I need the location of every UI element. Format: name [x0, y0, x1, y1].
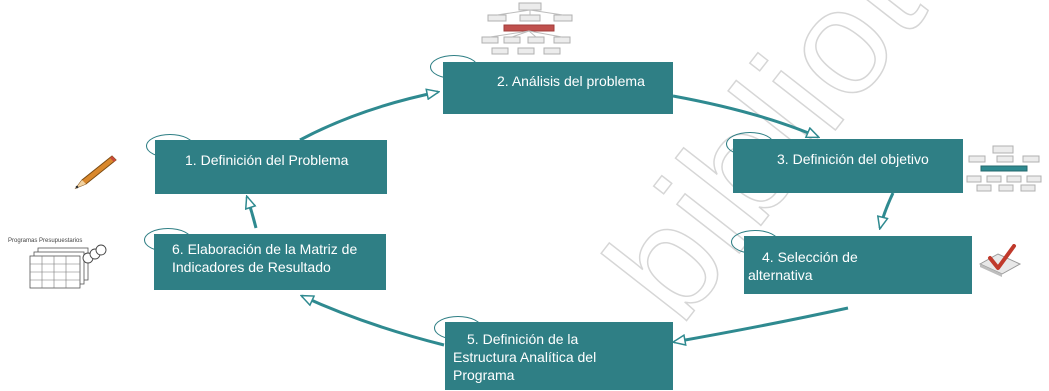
step-1-box: 1. Definición del Problema: [155, 140, 387, 194]
step-4-label: Selección de alternativa: [748, 249, 858, 283]
step-1-number: 1.: [185, 152, 197, 168]
step-4-number: 4.: [762, 249, 774, 265]
budget-programs-icon: Programas Presupuestarios: [6, 238, 110, 294]
arrow-5-to-6: [302, 294, 445, 347]
step-6-label: Elaboración de la Matriz de Indicadores …: [172, 241, 358, 275]
step-5-label: Definición de la Estructura Analítica de…: [453, 331, 597, 383]
arrow-3-to-4: [880, 192, 895, 228]
step-2-box: 2. Análisis del problema: [443, 62, 673, 114]
pencil-icon: [74, 155, 117, 190]
tree-diagram-icon: [481, 2, 573, 55]
step-2-number: 2.: [497, 73, 509, 89]
arrow-4-to-5: [674, 306, 849, 342]
step-4-box: 4. Selección de alternativa: [744, 236, 972, 294]
step-6-box: 6. Elaboración de la Matriz de Indicador…: [154, 234, 386, 290]
budget-programs-caption: Programas Presupuestarios: [8, 238, 83, 244]
arrow-6-to-1: [247, 197, 258, 229]
step-5-box: 5. Definición de la Estructura Analítica…: [445, 322, 673, 390]
arrow-2-to-3: [672, 94, 818, 139]
checkbox-icon: [978, 244, 1022, 277]
step-3-label: Definición del objetivo: [792, 151, 929, 167]
tree-diagram-icon: [966, 145, 1042, 192]
arrow-1-to-2: [299, 92, 438, 142]
step-3-number: 3.: [777, 151, 789, 167]
step-6-number: 6.: [172, 241, 184, 257]
step-3-box: 3. Definición del objetivo: [733, 139, 963, 193]
step-2-label: Análisis del problema: [511, 73, 645, 89]
step-1-label: Definición del Problema: [200, 152, 349, 168]
step-5-number: 5.: [467, 331, 479, 347]
